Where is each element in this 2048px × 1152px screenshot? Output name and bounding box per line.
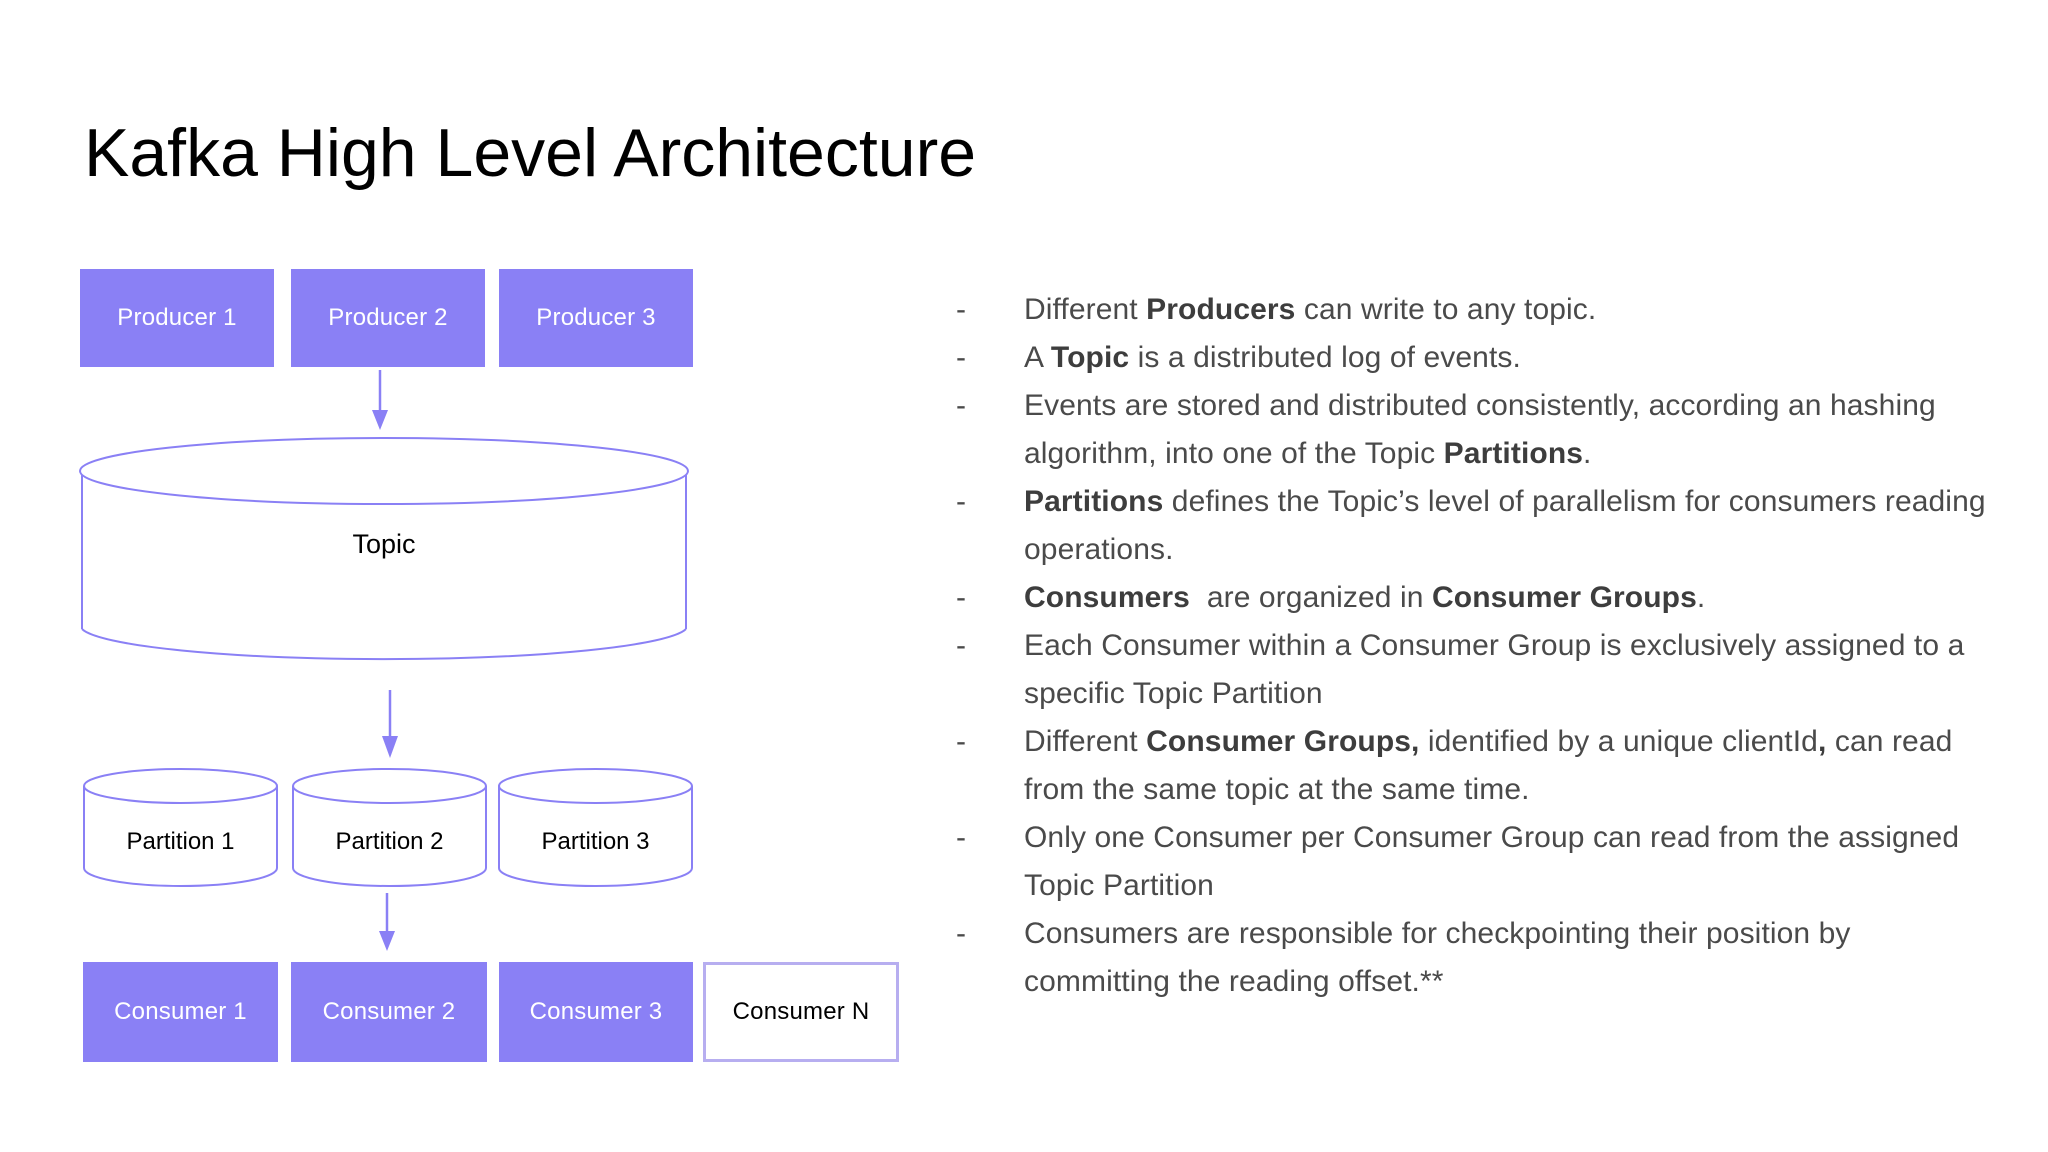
partition-cylinder-3[interactable]: Partition 3 (497, 768, 694, 890)
list-item: - Consumers are organized in Consumer Gr… (956, 574, 2002, 622)
bullet-marker: - (956, 485, 966, 518)
consumer-box-1[interactable]: Consumer 1 (83, 962, 278, 1062)
bullet-marker: - (956, 917, 966, 950)
bullet-text: Different Producers can write to any top… (1024, 293, 1597, 326)
architecture-diagram: Producer 1 Producer 2 Producer 3 Topic (0, 0, 940, 1152)
arrow-topic-to-partitions-icon (378, 690, 402, 760)
list-item: - Events are stored and distributed cons… (956, 382, 2002, 478)
arrow-partitions-to-consumers-icon (375, 893, 399, 955)
bullet-text: Partitions defines the Topic’s level of … (1024, 485, 1986, 566)
bullet-marker: - (956, 341, 966, 374)
consumer-label-n: Consumer N (732, 998, 870, 1025)
producer-box-2[interactable]: Producer 2 (291, 269, 485, 367)
arrow-producers-to-topic-icon (368, 370, 392, 432)
partition-cylinder-2[interactable]: Partition 2 (291, 768, 488, 890)
partition-label-2: Partition 2 (335, 828, 444, 855)
producer-label-3: Producer 3 (536, 304, 656, 331)
list-item: - Only one Consumer per Consumer Group c… (956, 814, 2002, 910)
consumer-label-3: Consumer 3 (529, 998, 663, 1025)
consumer-box-3[interactable]: Consumer 3 (499, 962, 693, 1062)
topic-cylinder[interactable]: Topic (79, 437, 689, 663)
consumer-label-1: Consumer 1 (114, 998, 247, 1025)
bullet-marker: - (956, 293, 966, 326)
bullet-marker: - (956, 629, 966, 662)
consumer-box-2[interactable]: Consumer 2 (291, 962, 487, 1062)
bullet-text: Different Consumer Groups, identified by… (1024, 725, 1953, 806)
bullet-text: Only one Consumer per Consumer Group can… (1024, 821, 1960, 902)
bullet-marker: - (956, 725, 966, 758)
producer-box-3[interactable]: Producer 3 (499, 269, 693, 367)
page-title: Kafka High Level Architecture (84, 115, 977, 191)
bullet-marker: - (956, 581, 966, 614)
producer-box-1[interactable]: Producer 1 (80, 269, 274, 367)
description-bullet-list: - Different Producers can write to any t… (956, 286, 2002, 1006)
bullet-text: Events are stored and distributed consis… (1024, 389, 1936, 470)
list-item: - Different Consumer Groups, identified … (956, 718, 2002, 814)
list-item: - Partitions defines the Topic’s level o… (956, 478, 2002, 574)
bullet-text: Each Consumer within a Consumer Group is… (1024, 629, 1965, 710)
consumer-label-2: Consumer 2 (322, 998, 456, 1025)
producer-label-2: Producer 2 (328, 304, 448, 331)
partition-label-1: Partition 1 (126, 828, 235, 855)
producer-label-1: Producer 1 (117, 304, 237, 331)
list-item: - A Topic is a distributed log of events… (956, 334, 2002, 382)
bullet-text: Consumers are responsible for checkpoint… (1024, 917, 1851, 998)
bullet-text: A Topic is a distributed log of events. (1024, 341, 1521, 374)
bullet-text: Consumers are organized in Consumer Grou… (1024, 581, 1706, 614)
list-item: - Consumers are responsible for checkpoi… (956, 910, 2002, 1006)
partition-label-3: Partition 3 (541, 828, 650, 855)
bullet-marker: - (956, 821, 966, 854)
bullet-marker: - (956, 389, 966, 422)
list-item: - Each Consumer within a Consumer Group … (956, 622, 2002, 718)
topic-label: Topic (352, 529, 416, 559)
list-item: - Different Producers can write to any t… (956, 286, 2002, 334)
partition-cylinder-1[interactable]: Partition 1 (82, 768, 279, 890)
consumer-box-n[interactable]: Consumer N (703, 962, 899, 1062)
